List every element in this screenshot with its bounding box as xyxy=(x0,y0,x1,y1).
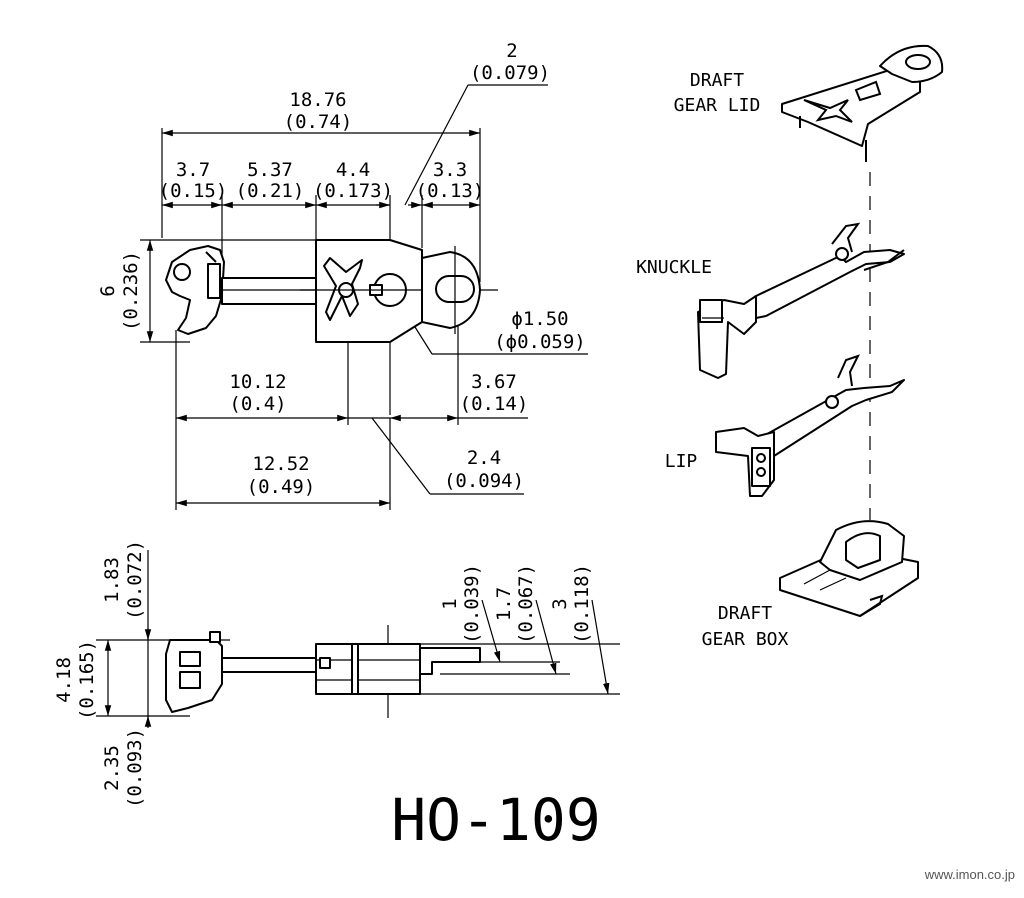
dim-4-4-mm: 4.4 xyxy=(336,159,370,181)
label-draft-gear-box-line1: DRAFT xyxy=(718,603,772,624)
dim-3-67-mm: 3.67 xyxy=(471,371,517,393)
coupler-side-view xyxy=(165,631,481,713)
dim-18-76-in: (0.74) xyxy=(284,111,353,133)
dim-1-7-in: (0.067) xyxy=(515,564,537,644)
label-draft-gear-lid-line1: DRAFT xyxy=(690,70,744,91)
dim-1-7-mm: 1.7 xyxy=(493,587,515,621)
watermark: www.imon.co.jp xyxy=(924,867,1015,882)
dimension-labels: 18.76 (0.74) 3.7 (0.15) 5.37 (0.21) 4.4 … xyxy=(53,40,593,808)
dim-2-4-mm: 2.4 xyxy=(467,447,501,469)
dim-phi-mm: ϕ1.50 xyxy=(511,308,568,330)
knuckle-drawing xyxy=(697,222,905,379)
dim-5-37-in: (0.21) xyxy=(236,180,305,202)
part-labels: DRAFT GEAR LID KNUCKLE LIP DRAFT GEAR BO… xyxy=(636,70,788,650)
dim-2-4-in: (0.094) xyxy=(444,470,524,492)
dim-1-mm: 1 xyxy=(439,598,461,609)
exploded-parts xyxy=(697,44,944,617)
dim-6-mm: 6 xyxy=(97,285,119,296)
model-title: HO-109 xyxy=(391,786,601,854)
dim-6-in: (0.236) xyxy=(120,251,142,331)
dim-18-76-mm: 18.76 xyxy=(289,89,346,111)
dim-1-in: (0.039) xyxy=(461,564,483,644)
dim-12-52-mm: 12.52 xyxy=(252,453,309,475)
dim-3-in: (0.118) xyxy=(571,564,593,644)
dim-5-37-mm: 5.37 xyxy=(247,159,293,181)
dim-3-mm: 3 xyxy=(549,598,571,609)
draft-gear-lid-drawing xyxy=(781,44,944,162)
dim-1-83-mm: 1.83 xyxy=(101,557,123,603)
label-lip: LIP xyxy=(665,451,698,472)
dim-12-52-in: (0.49) xyxy=(247,476,316,498)
dim-10-12-mm: 10.12 xyxy=(229,371,286,393)
lip-drawing xyxy=(715,354,905,497)
top-view-dimension-lines xyxy=(140,84,588,510)
dim-2-35-in: (0.093) xyxy=(124,728,146,808)
dim-4-4-in: (0.173) xyxy=(313,180,393,202)
draft-gear-box-drawing xyxy=(779,520,919,617)
dim-2-in: (0.079) xyxy=(470,62,550,84)
dim-10-12-in: (0.4) xyxy=(229,393,286,415)
coupler-top-view xyxy=(165,239,498,343)
label-knuckle: KNUCKLE xyxy=(636,257,712,278)
dim-3-3-mm: 3.3 xyxy=(433,159,467,181)
dim-3-7-in: (0.15) xyxy=(159,180,228,202)
label-draft-gear-lid-line2: GEAR LID xyxy=(674,95,761,116)
dim-3-67-in: (0.14) xyxy=(460,393,529,415)
dim-phi-in: (ϕ0.059) xyxy=(494,331,586,353)
dim-1-83-in: (0.072) xyxy=(124,540,146,620)
dim-2-mm: 2 xyxy=(506,40,517,62)
dim-3-3-in: (0.13) xyxy=(416,180,485,202)
dim-4-18-mm: 4.18 xyxy=(53,657,75,703)
dim-4-18-in: (0.165) xyxy=(76,640,98,720)
dim-2-35-mm: 2.35 xyxy=(101,745,123,791)
dim-3-7-mm: 3.7 xyxy=(176,159,210,181)
label-draft-gear-box-line2: GEAR BOX xyxy=(702,629,789,650)
